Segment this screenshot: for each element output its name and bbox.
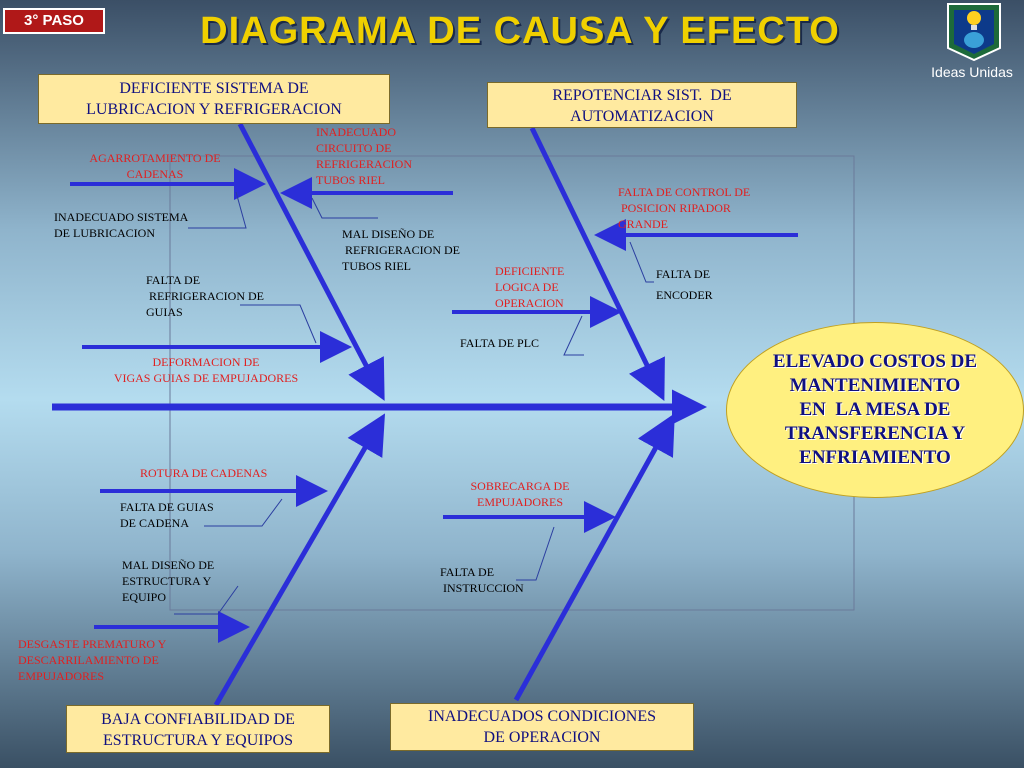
effect-ellipse: ELEVADO COSTOS DE MANTENIMIENTO EN LA ME… [726, 322, 1024, 498]
bone-structure [213, 413, 386, 707]
bone-automation [529, 126, 665, 401]
cause-inadecuado-sistema: INADECUADO SISTEMA DE LUBRICACION [54, 210, 189, 240]
effect-text: ELEVADO COSTOS DE MANTENIMIENTO EN LA ME… [772, 351, 978, 468]
step-badge: 3° PASO [3, 8, 105, 34]
cause-rotura: ROTURA DE CADENAS [140, 466, 268, 480]
cause-falta-encoder: FALTA DE ENCODER [656, 267, 713, 302]
cause-agarrotamiento: AGARROTAMIENTO DE CADENAS [89, 151, 221, 181]
page-title: DIAGRAMA DE CAUSA Y EFECTO [200, 10, 840, 52]
logo-text: Ideas Unidas [931, 64, 1013, 80]
category-structure: BAJA CONFIABILIDAD DE ESTRUCTURA Y EQUIP… [66, 705, 330, 753]
cause-desgaste: DESGASTE PREMATURO Y DESCARRILAMIENTO DE… [18, 637, 167, 683]
category-conditions: INADECUADOS CONDICIONES DE OPERACION [390, 703, 694, 751]
cause-deficiente-logica: DEFICIENTE LOGICA DE OPERACION [495, 264, 565, 310]
cause-falta-refrigeracion: FALTA DE REFRIGERACION DE GUIAS [146, 273, 265, 319]
cause-falta-control: FALTA DE CONTROL DE POSICION RIPADOR GRA… [618, 185, 751, 231]
cause-falta-instruccion: FALTA DE INSTRUCCION [440, 565, 524, 595]
ideas-unidas-logo-icon [947, 3, 1001, 62]
cause-inadecuado-circuito: INADECUADO CIRCUITO DE REFRIGERACION TUB… [316, 125, 413, 187]
cause-falta-guias: FALTA DE GUIAS DE CADENA [120, 500, 214, 530]
cause-deformacion: DEFORMACION DE VIGAS GUIAS DE EMPUJADORE… [113, 355, 299, 385]
cause-mal-diseno-estructura: MAL DISEÑO DE ESTRUCTURA Y EQUIPO [122, 558, 215, 604]
bone-conditions [513, 413, 675, 702]
cause-mal-diseno-tubos: MAL DISEÑO DE REFRIGERACION DE TUBOS RIE… [342, 227, 461, 273]
category-lubrication: DEFICIENTE SISTEMA DE LUBRICACION Y REFR… [38, 74, 390, 124]
cause-falta-plc: FALTA DE PLC [460, 336, 540, 350]
cause-sobrecarga: SOBRECARGA DE EMPUJADORES [470, 479, 570, 509]
category-automation: REPOTENCIAR SIST. DE AUTOMATIZACION [487, 82, 797, 128]
